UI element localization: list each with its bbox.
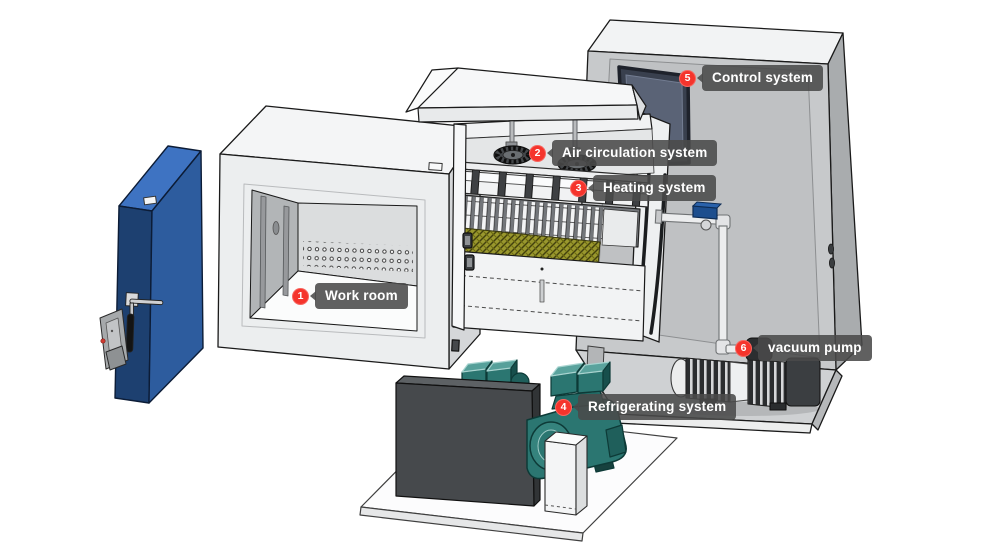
label-heating-system: 3 Heating system — [570, 175, 716, 201]
shelf-rail — [282, 205, 290, 297]
door-top-clip — [143, 195, 157, 206]
label-air-circulation-system: 2 Air circulation system — [529, 140, 718, 166]
chamber-lower-front — [452, 250, 646, 342]
fan-impeller — [493, 145, 533, 165]
pipe-flange — [654, 209, 663, 224]
hood-right-cap — [631, 84, 647, 121]
label-text-air-circulation-system: Air circulation system — [552, 140, 718, 166]
base-plate-front-lip — [359, 506, 584, 542]
door-handle-grip — [125, 313, 135, 353]
work-room-box — [217, 105, 481, 370]
door — [99, 145, 204, 404]
valve-handle-top — [691, 201, 723, 209]
pump-foot — [769, 402, 787, 411]
door-hinge-bracket — [99, 308, 129, 371]
condenser-box — [395, 375, 541, 507]
chamber-latch — [451, 232, 475, 352]
marker-badge-6: 6 — [735, 339, 752, 357]
label-refrigerating-system: 4 Refrigerating system — [555, 394, 737, 420]
panel-seam — [453, 304, 643, 322]
workroom-top-clip — [428, 162, 443, 171]
condenser-front — [395, 382, 535, 507]
workroom-interior — [249, 189, 418, 332]
label-text-control-system: Control system — [702, 65, 824, 91]
pipe-vertical — [718, 225, 728, 345]
panel-seam — [454, 274, 644, 292]
compressor-rear-bracket — [605, 424, 627, 458]
workroom-sensor-hole — [272, 221, 280, 235]
refrigerating-unit — [395, 359, 627, 516]
marker-badge-3: 3 — [570, 179, 587, 197]
pump-motor — [785, 357, 821, 407]
shelf-rail — [259, 195, 267, 309]
label-vacuum-pump: 6 vacuum pump — [735, 335, 872, 361]
fins-side-panel — [601, 208, 639, 248]
marker-badge-2: 2 — [529, 144, 546, 162]
cabinet-base-right-edge — [811, 369, 843, 431]
cabinet-hinge-knuckle — [829, 257, 836, 269]
label-text-heating-system: Heating system — [593, 175, 716, 201]
label-text-vacuum-pump: vacuum pump — [758, 335, 872, 361]
marker-badge-5: 5 — [679, 69, 696, 87]
door-front-face — [148, 150, 204, 404]
inner-chamber — [405, 67, 655, 352]
label-control-system: 5 Control system — [679, 65, 824, 91]
label-text-refrigerating-system: Refrigerating system — [578, 394, 737, 420]
door-handle — [125, 292, 164, 353]
chamber-left-frame — [451, 123, 467, 331]
workroom-front-inner-line — [241, 183, 426, 339]
hinge-red-indicator — [100, 338, 106, 344]
pump-fin-section — [747, 359, 787, 409]
vacuum-valve — [691, 201, 723, 231]
probe-hole — [540, 267, 544, 271]
marker-badge-4: 4 — [555, 398, 572, 416]
receiver-box — [544, 431, 588, 516]
vacuum-piping — [654, 201, 753, 355]
label-work-room: 1 Work room — [292, 283, 408, 309]
label-text-work-room: Work room — [315, 283, 408, 309]
chamber-hood — [405, 67, 647, 123]
valve-wheel — [700, 219, 712, 231]
hood-front-band — [417, 104, 639, 123]
marker-badge-1: 1 — [292, 287, 309, 305]
cabinet-hinge-knuckle — [828, 243, 835, 255]
probe-pin — [539, 279, 545, 303]
workroom-perforations — [303, 241, 413, 272]
